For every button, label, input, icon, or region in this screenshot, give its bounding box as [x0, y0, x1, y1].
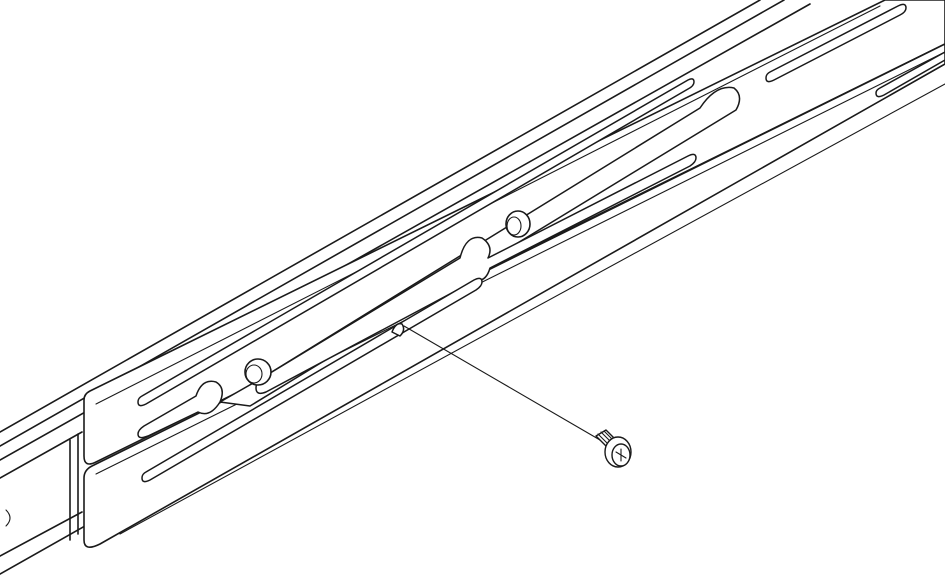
- guide-pin-lower: [244, 358, 272, 386]
- slot-lower-long: [141, 277, 483, 483]
- slot-middle-long: [255, 153, 697, 395]
- slots-top-right: [765, 3, 945, 98]
- edge-mark: [5, 509, 11, 527]
- slot-upper-long: [137, 78, 741, 439]
- screw-icon: [595, 429, 632, 468]
- bracket-lower: [69, 43, 945, 548]
- guide-pin-upper: [505, 210, 531, 238]
- leader-line: [403, 325, 601, 441]
